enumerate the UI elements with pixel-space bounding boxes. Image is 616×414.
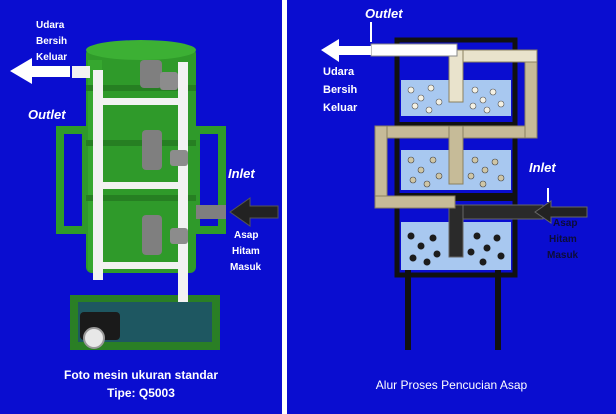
inlet-pointer xyxy=(547,188,549,202)
left-label-masuk: Masuk xyxy=(230,262,262,273)
left-label-hitam: Hitam xyxy=(232,246,260,257)
right-label-inlet: Inlet xyxy=(529,160,556,175)
outlet-duct xyxy=(370,43,458,57)
right-riser-duct xyxy=(524,55,538,139)
outlet-pointer xyxy=(370,22,372,42)
middle-down-pipe xyxy=(448,125,464,185)
chamber-2-bubbles xyxy=(407,156,505,188)
chamber-1-bubbles xyxy=(407,84,505,114)
outlet-arrow xyxy=(321,39,371,62)
vessel-frame xyxy=(394,37,518,278)
valve-middle xyxy=(142,130,162,170)
top-down-pipe xyxy=(448,49,464,103)
process-diagram-panel: Outlet Udara Bersih Keluar Inlet Asap Hi… xyxy=(287,0,616,414)
inlet-arrow xyxy=(534,200,588,224)
valve-top xyxy=(140,60,162,88)
right-label-udara: Udara xyxy=(323,66,355,78)
left-label-keluar: Keluar xyxy=(36,52,68,63)
machine-photo-panel: Udara Bersih Keluar Outlet Inlet Asap Hi… xyxy=(0,0,282,414)
machine-illustration xyxy=(10,40,279,350)
right-caption: Alur Proses Pencucian Asap xyxy=(375,378,528,392)
pump-wheel xyxy=(83,327,105,349)
left-label-inlet: Inlet xyxy=(228,166,255,181)
chamber-3-bubbles xyxy=(407,232,505,266)
left-caption-line1: Foto mesin ukuran standar xyxy=(63,368,219,382)
left-label-outlet: Outlet xyxy=(28,107,66,122)
right-label-masuk: Masuk xyxy=(547,250,579,261)
left-white-pipe xyxy=(93,70,103,280)
inlet-arrow xyxy=(229,197,279,227)
process-diagram xyxy=(321,22,588,350)
right-leg xyxy=(495,270,501,350)
inlet-down-pipe xyxy=(448,204,464,258)
right-label-keluar: Keluar xyxy=(323,102,358,114)
left-label-udara: Udara xyxy=(36,20,65,31)
tank-top xyxy=(86,40,196,60)
left-label-bersih: Bersih xyxy=(36,36,68,47)
outlet-arrow xyxy=(10,58,70,84)
separator-2 xyxy=(395,193,517,201)
left-bracket xyxy=(56,126,90,234)
right-label-outlet: Outlet xyxy=(365,6,403,21)
inlet-stub xyxy=(196,205,226,219)
left-riser-duct xyxy=(374,125,388,207)
left-label-asap: Asap xyxy=(234,230,259,241)
valve-lower xyxy=(142,215,162,255)
right-label-asap: Asap xyxy=(553,218,578,229)
right-label-bersih: Bersih xyxy=(323,84,358,96)
outlet-stub xyxy=(72,66,90,78)
right-label-hitam: Hitam xyxy=(549,234,577,245)
left-caption-line2: Tipe: Q5003 xyxy=(107,386,175,400)
left-leg xyxy=(405,270,411,350)
